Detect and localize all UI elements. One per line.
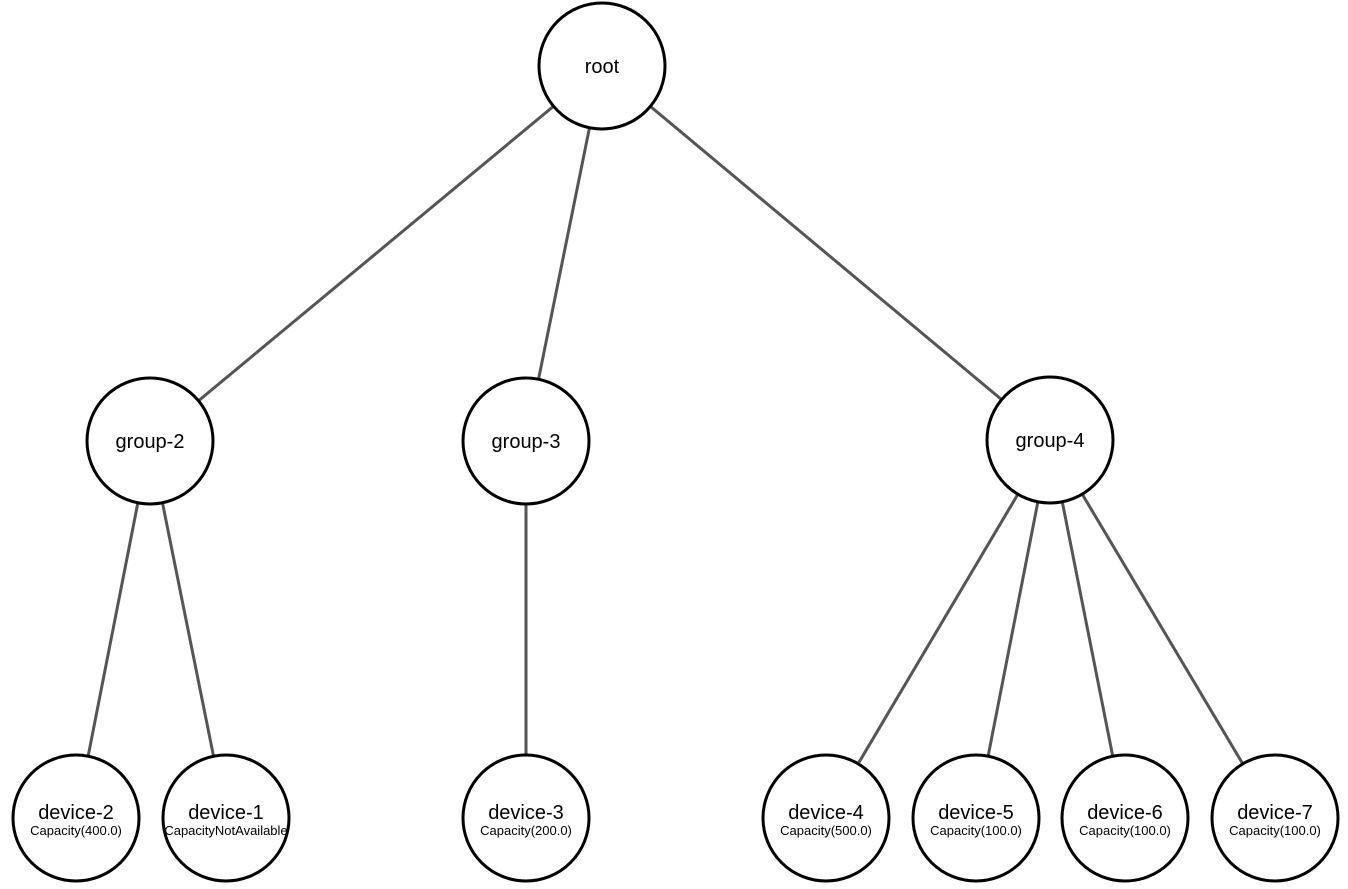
edge-group-4-to-device-4 bbox=[824, 439, 1052, 819]
edge-root-to-group-4 bbox=[601, 64, 1051, 442]
node-label-group-2: group-2 bbox=[116, 431, 185, 453]
node-group-3[interactable]: group-3 bbox=[461, 376, 591, 506]
node-circle-group-4[interactable] bbox=[985, 375, 1115, 505]
node-circle-device-5[interactable] bbox=[911, 753, 1041, 883]
node-sublabel-device-5: Capacity(100.0) bbox=[930, 823, 1022, 838]
node-circle-group-3[interactable] bbox=[461, 376, 591, 506]
node-sublabel-device-6: Capacity(100.0) bbox=[1079, 823, 1171, 838]
node-label-device-2: device-2 bbox=[38, 802, 114, 824]
edge-group-4-to-device-7 bbox=[1048, 439, 1277, 819]
node-label-device-3: device-3 bbox=[488, 802, 564, 824]
node-label-device-7: device-7 bbox=[1237, 802, 1313, 824]
node-circle-device-7[interactable] bbox=[1210, 753, 1340, 883]
node-label-group-4: group-4 bbox=[1016, 430, 1085, 452]
node-label-device-5: device-5 bbox=[938, 802, 1014, 824]
node-circle-device-1[interactable] bbox=[161, 753, 291, 883]
node-circle-device-2[interactable] bbox=[11, 753, 141, 883]
node-sublabel-device-1: CapacityNotAvailable bbox=[164, 823, 287, 838]
node-label-device-4: device-4 bbox=[788, 802, 864, 824]
node-circle-group-2[interactable] bbox=[85, 376, 215, 506]
node-circle-root[interactable] bbox=[537, 1, 667, 131]
node-sublabel-device-2: Capacity(400.0) bbox=[30, 823, 122, 838]
node-circle-device-4[interactable] bbox=[761, 753, 891, 883]
node-group-4[interactable]: group-4 bbox=[985, 375, 1115, 505]
node-root[interactable]: root bbox=[537, 1, 667, 131]
node-sublabel-device-3: Capacity(200.0) bbox=[480, 823, 572, 838]
edge-root-to-group-2 bbox=[149, 64, 603, 443]
node-label-group-3: group-3 bbox=[492, 431, 561, 453]
node-label-device-6: device-6 bbox=[1087, 802, 1163, 824]
node-label-root: root bbox=[585, 56, 620, 78]
node-circle-device-3[interactable] bbox=[461, 753, 591, 883]
node-label-device-1: device-1 bbox=[188, 802, 264, 824]
node-sublabel-device-7: Capacity(100.0) bbox=[1229, 823, 1321, 838]
node-circle-device-6[interactable] bbox=[1060, 753, 1190, 883]
node-group-2[interactable]: group-2 bbox=[85, 376, 215, 506]
node-sublabel-device-4: Capacity(500.0) bbox=[780, 823, 872, 838]
